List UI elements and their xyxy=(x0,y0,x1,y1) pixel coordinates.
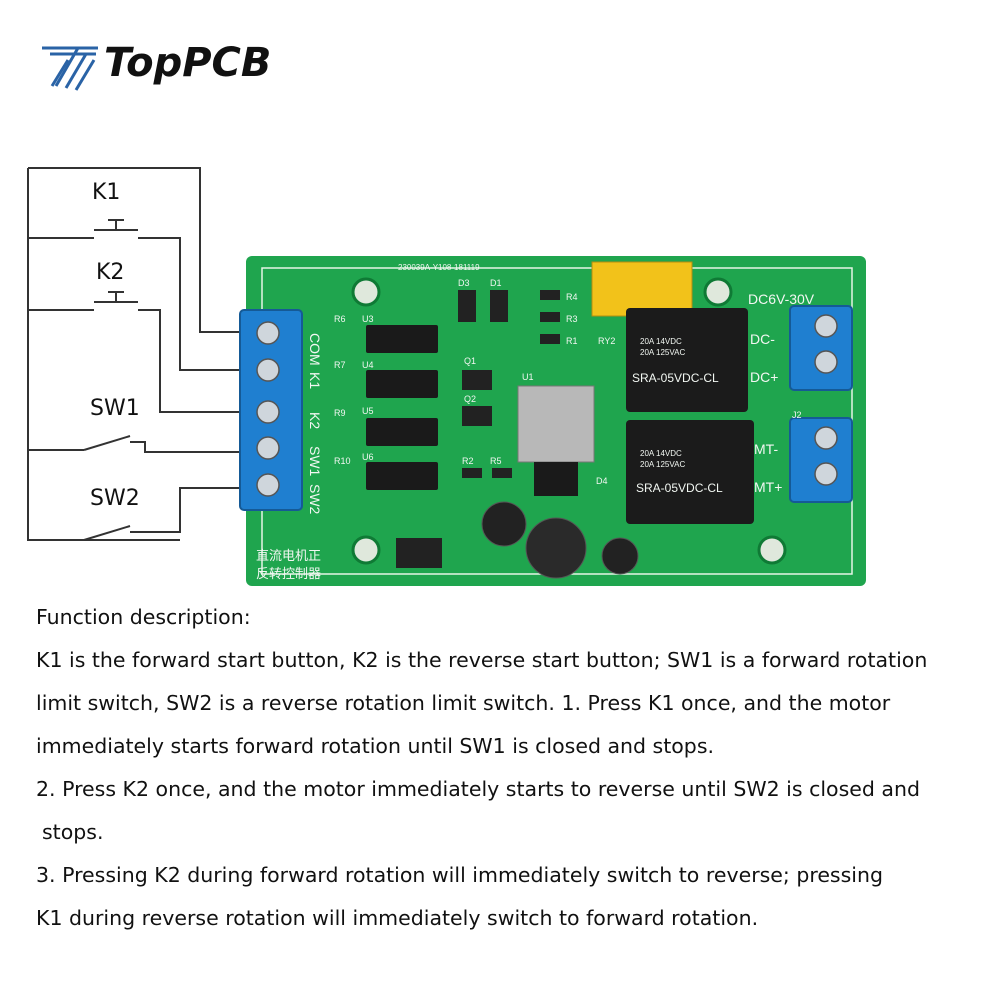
ref-r4: R4 xyxy=(566,292,578,302)
board-label-cn-1: 直流电机正 xyxy=(256,548,321,563)
silk-mt-minus: MT- xyxy=(754,441,778,457)
silk-sw2: SW2 xyxy=(307,484,323,515)
left-terminal-block xyxy=(239,309,303,511)
silk-mt-plus: MT+ xyxy=(754,479,782,495)
description-line: 3. Pressing K2 during forward rotation w… xyxy=(36,863,883,887)
description-line: immediately starts forward rotation unti… xyxy=(36,734,715,758)
ref-r9: R9 xyxy=(334,408,346,418)
k1-button-symbol xyxy=(94,219,138,231)
label-sw2: SW2 xyxy=(90,486,140,511)
silk-sw1: SW1 xyxy=(307,446,323,477)
ref-d4: D4 xyxy=(596,476,608,486)
label-k2: K2 xyxy=(96,260,125,285)
ref-r7: R7 xyxy=(334,360,346,370)
brand-name: TopPCB xyxy=(104,40,272,86)
silk-k2: K2 xyxy=(307,412,323,429)
ref-r10: R10 xyxy=(334,456,351,466)
ref-r6: R6 xyxy=(334,314,346,324)
ref-r2: R2 xyxy=(462,456,474,466)
label-sw1: SW1 xyxy=(90,396,140,421)
wiring-lines xyxy=(27,167,252,541)
silk-com: COM xyxy=(307,333,323,366)
ref-r5: R5 xyxy=(490,456,502,466)
ref-ry2: RY2 xyxy=(598,336,615,346)
optocouplers xyxy=(366,325,438,490)
relay2-rating-2: 20A 125VAC xyxy=(640,460,685,469)
ref-u1: U1 xyxy=(522,372,534,382)
ref-r1: R1 xyxy=(566,336,578,346)
sw2-switch-symbol xyxy=(83,525,131,541)
right-terminal-bottom xyxy=(789,417,853,503)
right-terminal-top xyxy=(789,305,853,391)
board-label-cn-2: 反转控制器 xyxy=(256,566,321,581)
voltage-regulator xyxy=(517,385,595,496)
relay1-rating-2: 20A 125VAC xyxy=(640,348,685,357)
relay1-rating-1: 20A 14VDC xyxy=(640,337,682,346)
ref-r3: R3 xyxy=(566,314,578,324)
relays xyxy=(626,308,754,524)
ref-u6: U6 xyxy=(362,452,374,462)
relay1-model: SRA-05VDC-CL xyxy=(632,371,719,385)
function-description: Function description: K1 is the forward … xyxy=(36,596,986,940)
ref-q2: Q2 xyxy=(464,394,476,404)
sw1-switch-symbol xyxy=(83,435,131,451)
description-line: 2. Press K2 once, and the motor immediat… xyxy=(36,777,920,801)
description-line: limit switch, SW2 is a reverse rotation … xyxy=(36,691,891,715)
silk-supply: DC6V-30V xyxy=(748,291,815,307)
board-code: 230039A-Y108-181119 xyxy=(398,263,480,272)
k2-button-symbol xyxy=(94,291,138,303)
pcb-board xyxy=(239,256,866,586)
yellow-capacitor xyxy=(591,261,693,317)
ref-u3: U3 xyxy=(362,314,374,324)
silk-dc-minus: DC- xyxy=(750,331,775,347)
relay2-model: SRA-05VDC-CL xyxy=(636,481,723,495)
ref-d1: D1 xyxy=(490,278,502,288)
ref-u4: U4 xyxy=(362,360,374,370)
silk-dc-plus: DC+ xyxy=(750,369,778,385)
wiring-diagram: 230039A-Y108-181119 COM K1 K2 SW1 SW2 DC… xyxy=(27,167,866,586)
small-components xyxy=(396,290,560,568)
description-heading: Function description: xyxy=(36,605,251,629)
tp-stripes-logo-icon xyxy=(42,46,98,91)
relay2-rating-1: 20A 14VDC xyxy=(640,449,682,458)
silk-k1: K1 xyxy=(307,372,323,389)
ref-d3: D3 xyxy=(458,278,470,288)
ref-q1: Q1 xyxy=(464,356,476,366)
description-line: K1 during reverse rotation will immediat… xyxy=(36,906,759,930)
ref-u5: U5 xyxy=(362,406,374,416)
description-line: K1 is the forward start button, K2 is th… xyxy=(36,648,928,672)
ref-j2: J2 xyxy=(792,410,802,420)
label-k1: K1 xyxy=(92,180,121,205)
description-line: stops. xyxy=(42,820,104,844)
capacitors xyxy=(481,501,639,579)
